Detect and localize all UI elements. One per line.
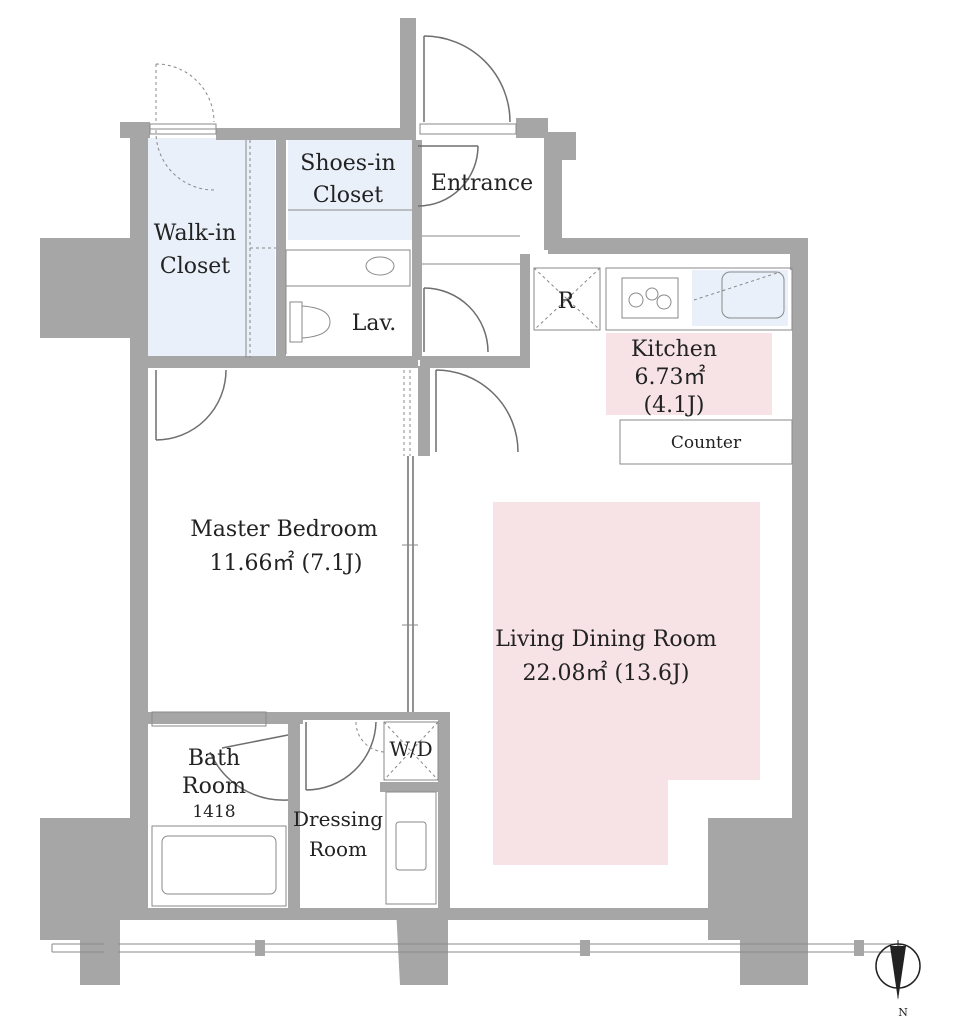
window-entrance <box>419 123 517 135</box>
kitchen-fixtures <box>605 267 793 465</box>
room-labels: Walk-in Closet Shoes-in Closet Entrance … <box>154 151 742 861</box>
kitchen-area <box>606 333 772 415</box>
window-top-closet <box>149 123 217 135</box>
stove-icon <box>621 277 679 319</box>
north-label: N <box>898 1006 908 1019</box>
walls <box>40 18 808 985</box>
doors <box>155 35 519 801</box>
bathtub-icon <box>161 835 277 895</box>
refrigerator-label: R <box>558 289 576 314</box>
lavatory-label: Lav. <box>352 311 397 336</box>
north-compass-icon: N <box>875 940 921 1019</box>
hallway <box>422 235 520 265</box>
washer-dryer-label: W/D <box>389 737 432 761</box>
living-dining-label: Living Dining Room <box>495 627 717 652</box>
walk-in-closet-label: Walk-in <box>154 221 236 246</box>
sliding-partition <box>402 370 418 712</box>
walk-in-closet-area <box>148 138 275 360</box>
kitchen-label: Kitchen <box>631 337 717 362</box>
vanity-sink-icon <box>395 821 427 871</box>
entrance-label: Entrance <box>431 171 533 196</box>
bath-room-size-label: 1418 <box>192 802 235 822</box>
walk-in-closet-label-2: Closet <box>160 254 230 279</box>
kitchen-area-label: 6.73㎡ <box>635 364 706 390</box>
kitchen-sink-icon <box>721 271 785 319</box>
lavatory-fixtures <box>285 249 411 354</box>
shoes-in-closet-label: Shoes-in <box>300 151 395 176</box>
counter-label: Counter <box>671 433 742 453</box>
bath-room-label-2: Room <box>182 774 246 799</box>
washer-dryer-space <box>383 721 439 781</box>
bath-fixtures <box>151 711 287 907</box>
dressing-room-label-2: Room <box>309 837 367 861</box>
shoes-in-closet-label-2: Closet <box>313 183 383 208</box>
bath-room-label: Bath <box>188 746 240 771</box>
kitchen-jo-label: (4.1J) <box>644 393 705 418</box>
counter-shape <box>619 419 793 465</box>
toilet-icon <box>289 301 331 343</box>
shoes-closet-area <box>288 140 412 240</box>
vanity <box>385 791 437 905</box>
master-bedroom-label: Master Bedroom <box>190 517 378 542</box>
balcony-rail <box>51 940 901 980</box>
closet-shelves <box>245 140 412 358</box>
sink-area <box>692 270 788 326</box>
lavatory-sink-icon <box>365 256 395 276</box>
living-dining-area-label: 22.08㎡ (13.6J) <box>523 660 690 686</box>
dressing-room-label: Dressing <box>293 807 383 831</box>
refrigerator-space <box>533 267 601 331</box>
living-dining-area <box>493 502 760 865</box>
master-bedroom-area-label: 11.66㎡ (7.1J) <box>210 550 363 576</box>
